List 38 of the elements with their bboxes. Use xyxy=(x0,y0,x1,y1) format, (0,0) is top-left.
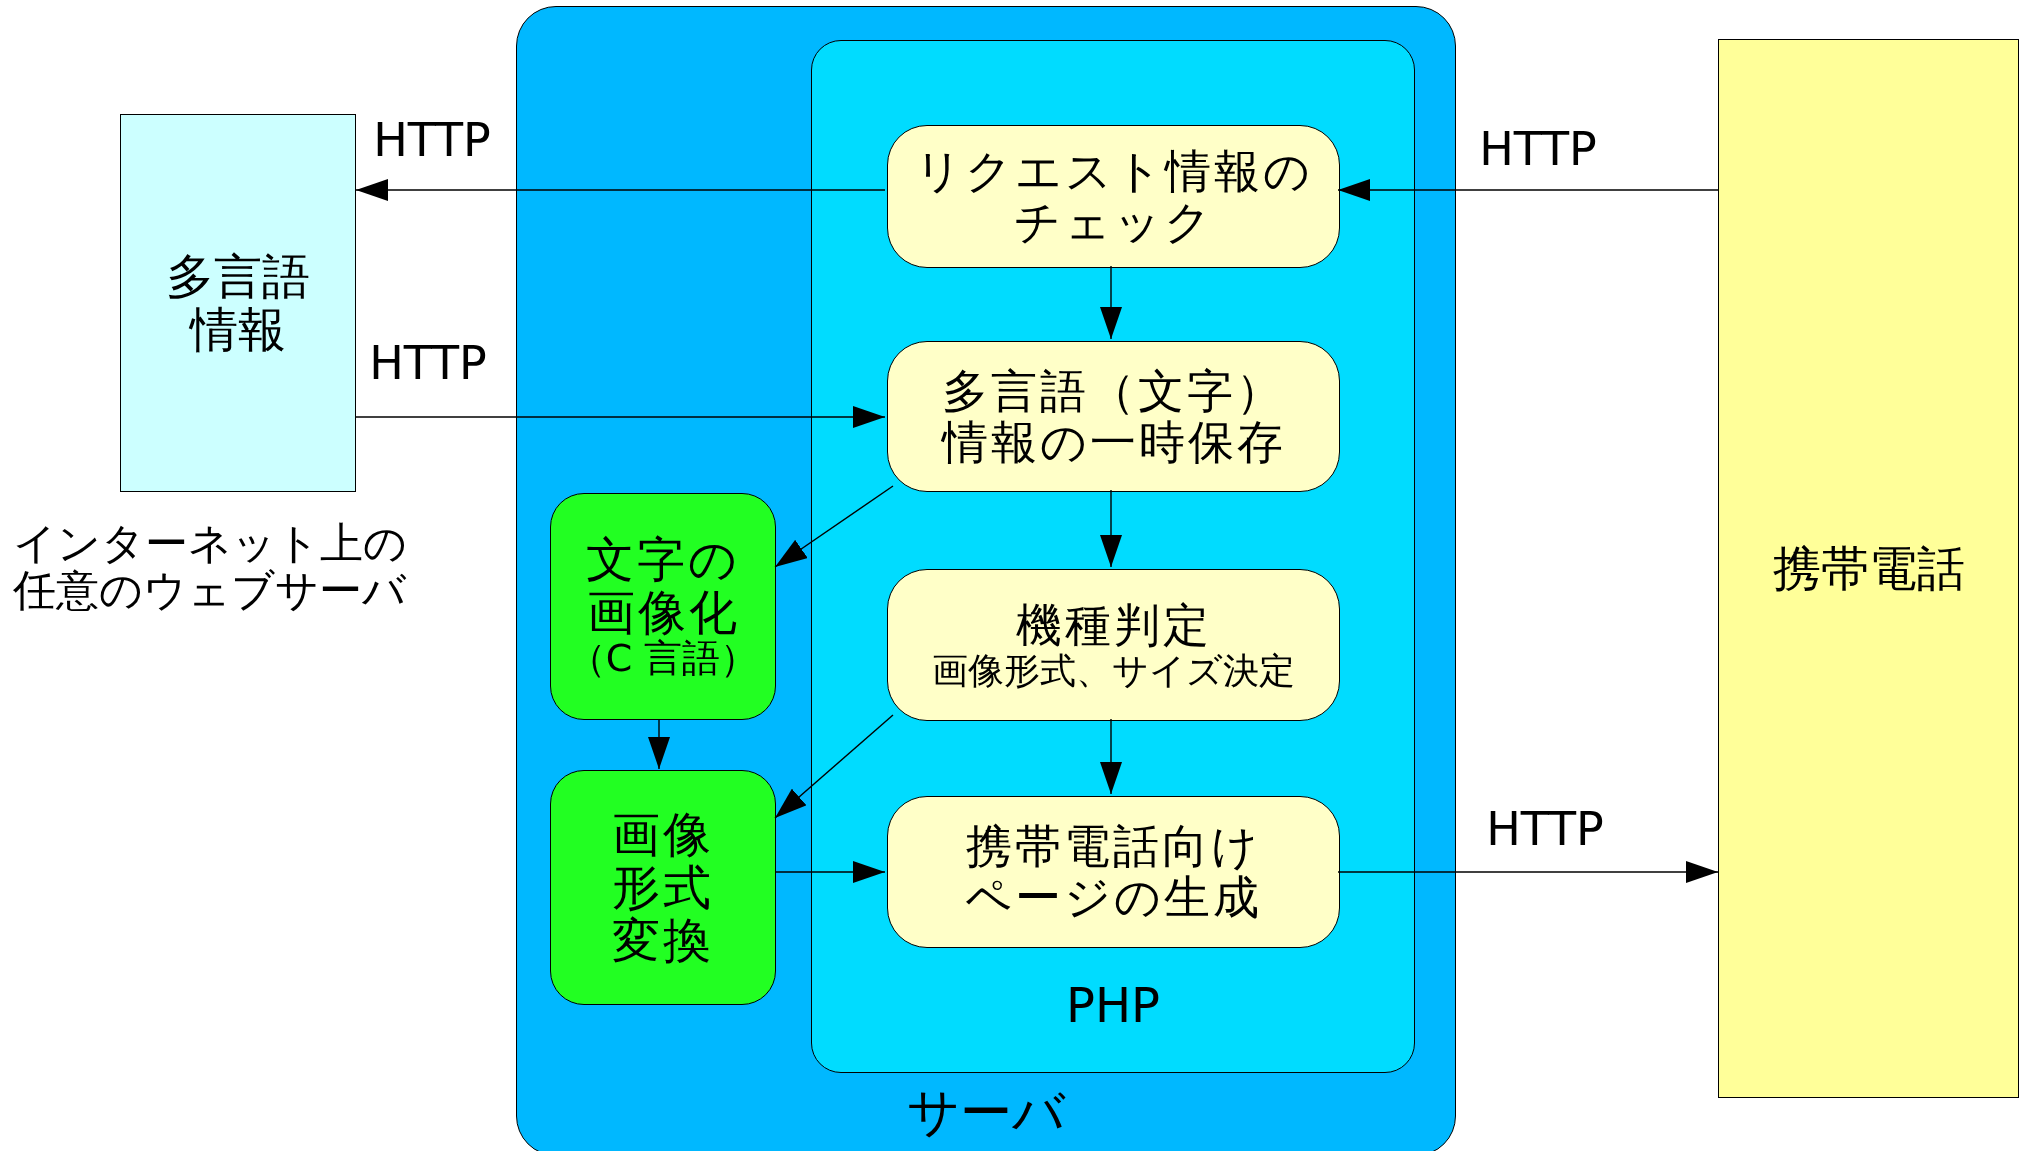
box-label: 携帯電話 xyxy=(1772,542,1965,595)
arrow xyxy=(1100,718,1122,795)
arrow xyxy=(355,406,886,428)
arrow xyxy=(1337,861,1719,883)
box-label: 画像形式変換 xyxy=(611,808,715,967)
arrow xyxy=(1100,265,1122,340)
arrow xyxy=(774,861,886,883)
arrow xyxy=(355,179,886,201)
arrow xyxy=(774,714,894,819)
edge-label: HTTP xyxy=(1486,802,1604,856)
box-label: 多言語情報 xyxy=(165,250,311,356)
info-box xyxy=(120,114,356,492)
process-box xyxy=(550,770,776,1005)
device-box xyxy=(1718,39,2019,1098)
box-label: 文字の画像化 xyxy=(585,532,741,639)
arrow xyxy=(1337,179,1719,201)
box-label: 機種判定 xyxy=(1015,599,1212,651)
box-label: サーバ xyxy=(907,1083,1065,1141)
edge-label: HTTP xyxy=(373,113,491,167)
server-box xyxy=(516,6,1456,1151)
arrow xyxy=(1100,489,1122,568)
box-label: PHP xyxy=(1066,979,1160,1032)
box-label: 携帯電話向けページの生成 xyxy=(964,821,1263,923)
process-box xyxy=(887,341,1340,492)
box-label: 多言語（文字）情報の一時保存 xyxy=(940,365,1287,468)
arrow xyxy=(648,718,670,770)
framework-box xyxy=(811,40,1415,1073)
process-box xyxy=(887,796,1340,948)
process-box xyxy=(550,493,776,720)
box-label: リクエスト情報のチェック xyxy=(913,145,1314,248)
process-box xyxy=(887,569,1340,721)
box-note: （C 言語） xyxy=(567,638,759,681)
box-note: 画像形式、サイズ決定 xyxy=(932,650,1295,691)
node-caption: インターネット上の任意のウェブサーバ xyxy=(13,520,408,615)
edge-label: HTTP xyxy=(369,336,487,390)
edge-label: HTTP xyxy=(1479,122,1597,176)
arrow xyxy=(774,485,894,568)
process-box xyxy=(887,125,1340,268)
